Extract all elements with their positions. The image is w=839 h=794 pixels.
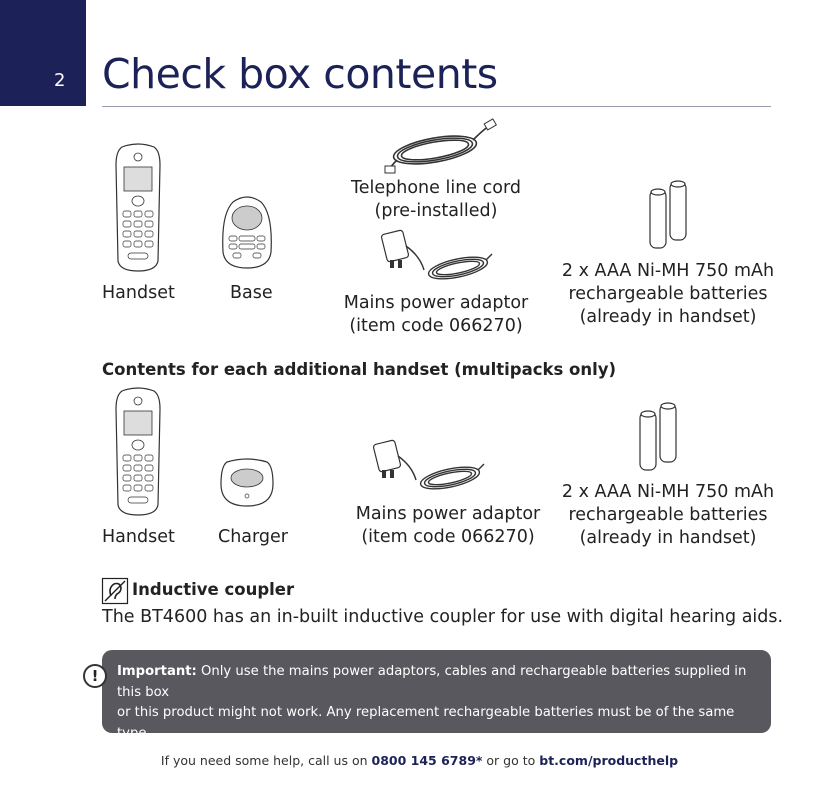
handset-label-additional: Handset [102, 527, 175, 547]
important-line-1-text: Only use the mains power adaptors, cable… [117, 664, 747, 700]
batteries-line-1: 2 x AAA Ni-MH 750 mAh [561, 261, 775, 281]
batteries-illustration-additional [639, 402, 677, 471]
batteries-line-2-additional: rechargeable batteries [568, 505, 768, 525]
batteries-line-1-additional: 2 x AAA Ni-MH 750 mAh [561, 482, 775, 502]
handset-illustration [115, 143, 161, 272]
line-cord-illustration [384, 118, 498, 174]
handset-illustration-additional [115, 387, 161, 516]
important-notice-box [102, 650, 771, 733]
important-line-1: Important: Only use the mains power adap… [117, 662, 769, 703]
charger-label: Charger [218, 527, 288, 547]
footer-url[interactable]: bt.com/producthelp [539, 753, 679, 768]
warning-icon: ! [83, 664, 107, 688]
adaptor-code: (item code 066270) [349, 316, 523, 336]
handset-label: Handset [102, 283, 175, 303]
charger-illustration [220, 458, 274, 507]
adaptor-label-block: Mains power adaptor (item code 066270) [336, 292, 536, 338]
footer-middle: or go to [482, 753, 540, 768]
important-line-2: or this product might not work. Any repl… [117, 705, 735, 741]
batteries-label-block: 2 x AAA Ni-MH 750 mAh rechargeable batte… [558, 260, 778, 329]
adaptor-code-additional: (item code 066270) [361, 527, 535, 547]
batteries-illustration [649, 180, 687, 249]
adaptor-label-additional: Mains power adaptor [355, 504, 541, 524]
batteries-line-2: rechargeable batteries [568, 284, 768, 304]
batteries-line-3: (already in handset) [579, 307, 757, 327]
adaptor-label-block-additional: Mains power adaptor (item code 066270) [348, 503, 548, 549]
important-notice-text: Important: Only use the mains power adap… [117, 662, 769, 785]
important-line-3: BT accepts no responsibility for damage … [117, 746, 727, 782]
inductive-coupler-title: Inductive coupler [132, 580, 295, 599]
hearing-loop-icon [101, 577, 129, 605]
power-adaptor-illustration [380, 229, 493, 280]
additional-heading: Contents for each additional handset (mu… [102, 360, 617, 379]
batteries-line-3-additional: (already in handset) [579, 528, 757, 548]
power-adaptor-illustration-additional [372, 439, 485, 490]
important-label: Important: [117, 664, 197, 679]
base-label: Base [230, 283, 273, 303]
adaptor-label: Mains power adaptor [343, 293, 529, 313]
page-number: 2 [54, 70, 66, 91]
title-divider [102, 106, 771, 107]
batteries-label-block-additional: 2 x AAA Ni-MH 750 mAh rechargeable batte… [558, 481, 778, 550]
page-title: Check box contents [102, 50, 498, 98]
footer-prefix: If you need some help, call us on [160, 753, 372, 768]
page-number-tab: 2 [0, 0, 86, 106]
line-cord-note: (pre-installed) [374, 201, 498, 221]
line-cord-label: Telephone line cord [351, 178, 521, 198]
footer-phone: 0800 145 6789* [371, 753, 483, 768]
inductive-coupler-text: The BT4600 has an in-built inductive cou… [102, 607, 784, 627]
base-illustration [222, 196, 272, 269]
line-cord-label-block: Telephone line cord (pre-installed) [336, 177, 536, 223]
footer-help: If you need some help, call us on 0800 1… [0, 753, 839, 768]
